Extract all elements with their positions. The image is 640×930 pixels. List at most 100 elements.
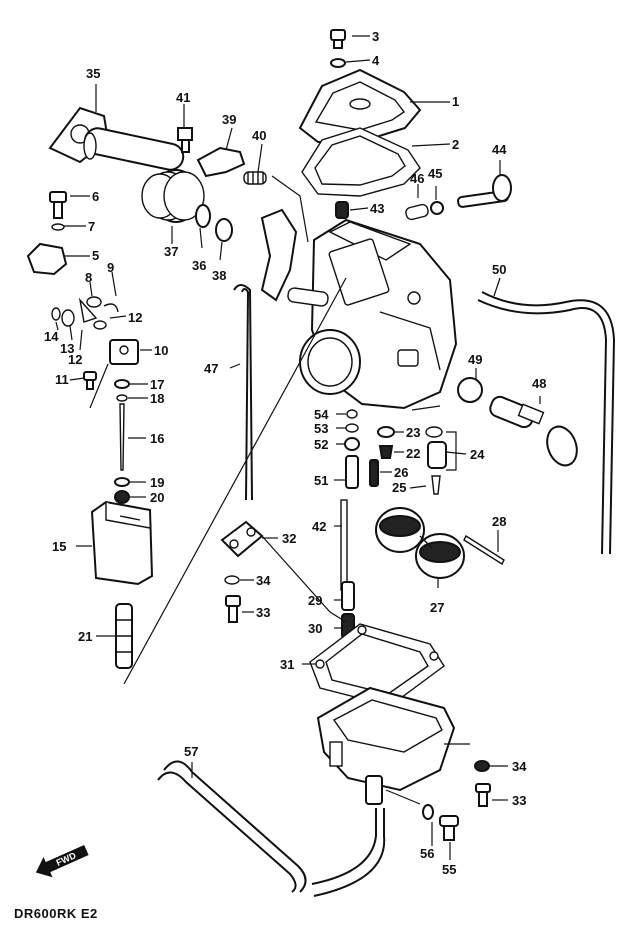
callout-28: 28 — [492, 514, 506, 529]
callout-20: 20 — [150, 490, 164, 505]
callout-30: 30 — [308, 621, 322, 636]
callout-53: 53 — [314, 421, 328, 436]
part-vent-hose-50 — [477, 291, 616, 555]
callout-32: 32 — [282, 531, 296, 546]
callout-3: 3 — [372, 29, 379, 44]
model-label: DR600RK E2 — [14, 906, 98, 921]
callout-1: 1 — [452, 94, 459, 109]
callout-labels: 1 2 3 4 5 6 7 8 9 10 11 12 12 13 14 15 1… — [44, 29, 546, 877]
part-spring-20 — [114, 490, 130, 504]
callout-26: 26 — [394, 465, 408, 480]
part-long-screw — [340, 499, 348, 591]
callout-21: 21 — [78, 629, 92, 644]
part-throttle-valve — [90, 500, 154, 586]
callout-39: 39 — [222, 112, 236, 127]
callout-31: 31 — [280, 657, 294, 672]
callout-17: 17 — [150, 377, 164, 392]
part-bracket-plate — [220, 520, 264, 558]
callout-45: 45 — [428, 166, 442, 181]
part-main-jet-29 — [341, 581, 355, 611]
callout-38: 38 — [212, 268, 226, 283]
callout-19: 19 — [150, 475, 164, 490]
part-jet-needle — [119, 403, 125, 471]
part-small-clips — [51, 296, 119, 330]
callout-33-left: 33 — [256, 605, 270, 620]
part-jet-26 — [369, 459, 379, 487]
callout-37: 37 — [164, 244, 178, 259]
callout-12b: 12 — [68, 352, 82, 367]
part-carburetor-body — [260, 208, 458, 410]
part-screw-33-left — [225, 595, 241, 623]
callout-16: 16 — [150, 431, 164, 446]
fwd-label: FWD — [55, 850, 78, 868]
part-oring-56 — [422, 804, 434, 820]
part-clamp — [26, 242, 68, 276]
callout-14: 14 — [44, 329, 59, 344]
part-drain-screw-55 — [439, 815, 459, 841]
callout-24: 24 — [470, 447, 485, 462]
part-oring-49 — [457, 377, 483, 403]
callout-34-right: 34 — [512, 759, 527, 774]
part-top-washer — [330, 58, 346, 68]
part-drain-hose-57 — [157, 760, 386, 897]
callout-44: 44 — [492, 142, 507, 157]
callout-56: 56 — [420, 846, 434, 861]
callout-12: 12 — [128, 310, 142, 325]
part-washer-36 — [195, 204, 211, 228]
part-throttle-drum — [48, 106, 185, 171]
callout-6: 6 — [92, 189, 99, 204]
callout-57: 57 — [184, 744, 198, 759]
callout-8: 8 — [85, 270, 92, 285]
callout-41: 41 — [176, 90, 190, 105]
callout-50: 50 — [492, 262, 506, 277]
callout-35: 35 — [86, 66, 100, 81]
callout-47: 47 — [204, 361, 218, 376]
part-float-bowl-gasket — [309, 623, 445, 707]
part-bracket — [196, 146, 246, 178]
callout-52: 52 — [314, 437, 328, 452]
part-screw-assembly-44 — [405, 174, 512, 221]
part-small-spring — [243, 171, 267, 185]
callout-10: 10 — [154, 343, 168, 358]
callout-2: 2 — [452, 137, 459, 152]
part-coil-spring — [141, 169, 205, 223]
part-washer-23 — [377, 426, 395, 438]
part-jet-stack-51 — [344, 409, 360, 489]
part-screw-11 — [83, 371, 97, 390]
part-seat-22 — [378, 445, 394, 459]
callout-11: 11 — [55, 372, 69, 387]
callout-40: 40 — [252, 128, 266, 143]
part-washer-38 — [215, 218, 233, 242]
callout-13: 13 — [60, 341, 74, 356]
part-washer-24a — [425, 426, 443, 438]
callout-49: 49 — [468, 352, 482, 367]
part-top-screw — [330, 29, 346, 49]
part-screw-33-right — [475, 783, 491, 807]
callout-33-right: 33 — [512, 793, 526, 808]
callout-9: 9 — [107, 260, 114, 275]
callout-5: 5 — [92, 248, 99, 263]
callout-42: 42 — [312, 519, 326, 534]
part-washer-18 — [116, 394, 128, 402]
callout-27: 27 — [430, 600, 444, 615]
part-drawings — [26, 29, 616, 897]
callout-43: 43 — [370, 201, 384, 216]
callout-7: 7 — [88, 219, 95, 234]
part-float-pin — [463, 534, 505, 566]
callout-4: 4 — [372, 53, 380, 68]
part-floats — [375, 507, 465, 579]
callout-23: 23 — [406, 425, 420, 440]
callout-22: 22 — [406, 446, 420, 461]
callout-51: 51 — [314, 473, 328, 488]
part-clip-17 — [114, 379, 130, 389]
part-screw-6 — [49, 191, 67, 219]
part-needle-jet — [115, 603, 133, 669]
callout-36: 36 — [192, 258, 206, 273]
part-washer-34-left — [224, 575, 240, 585]
part-float-bowl — [316, 686, 456, 805]
leader-lines — [55, 35, 541, 860]
part-needle-25 — [431, 475, 441, 495]
callout-55: 55 — [442, 862, 456, 877]
part-washer-7 — [51, 223, 65, 231]
